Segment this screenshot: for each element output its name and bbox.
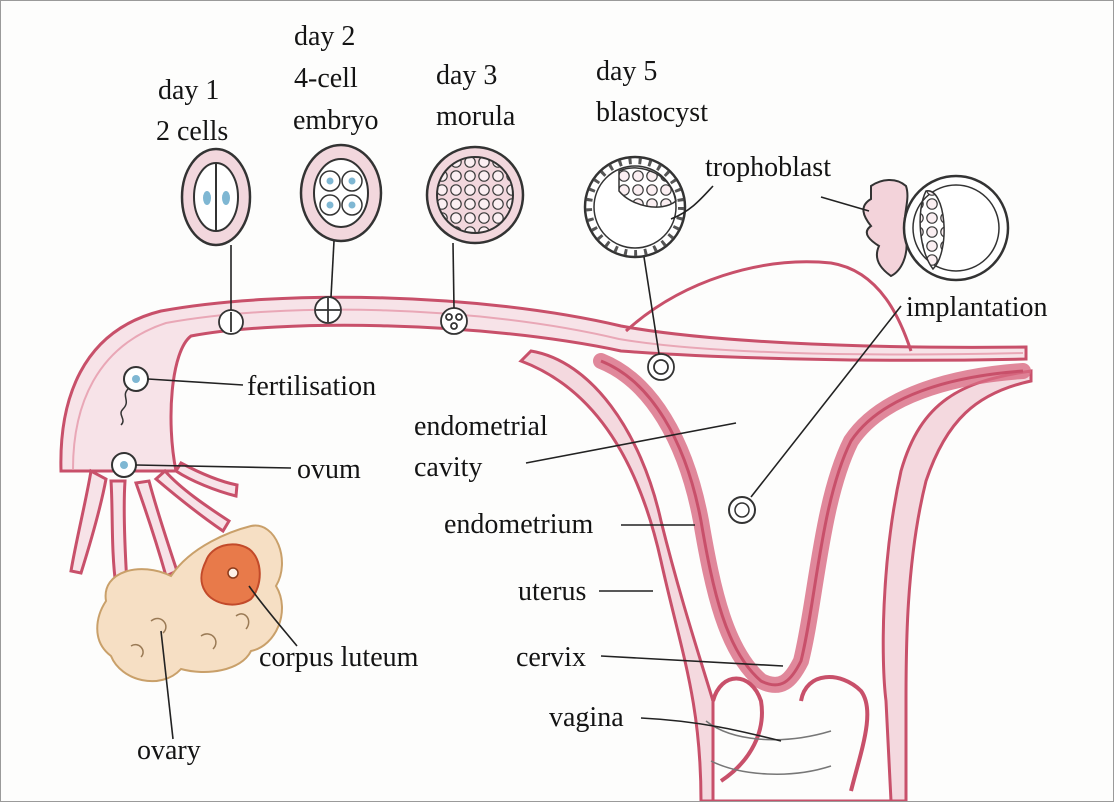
uterus-label: uterus [518,576,587,607]
endometrial-cavity-label-2: cavity [414,452,483,483]
day1-label: day 1 [158,75,220,106]
uterus-body [518,260,1033,801]
vagina-label: vagina [549,702,624,733]
day3-morula [425,145,525,245]
ovary-label: ovary [137,735,201,766]
cervix-label: cervix [516,642,586,673]
day1-sublabel: 2 cells [156,116,229,147]
fallopian-tube [59,295,1028,473]
ovum-label: ovum [297,454,361,485]
implanting-blastocyst [862,174,1010,282]
corpus-luteum [200,543,261,606]
endometrial-cavity-label: endometrial [414,411,548,442]
corpus-luteum-label: corpus luteum [259,642,419,673]
day5-label: day 5 [596,56,658,87]
day3-sublabel: morula [436,101,516,132]
day2-embryo [299,143,383,243]
day5-blastocyst [583,155,687,259]
leader-lines [135,185,902,742]
fertilisation-label: fertilisation [247,371,377,402]
day5-sublabel: blastocyst [596,97,708,128]
fimbriae [69,461,239,588]
day2-label: day 2 [294,21,356,52]
endometrium-label: endometrium [444,509,594,540]
day3-label: day 3 [436,60,498,91]
ovum-cell [111,452,137,478]
day2-sublabel: 4-cell [294,63,358,94]
tube-embryos [218,296,675,381]
trophoblast-label: trophoblast [705,152,831,183]
day2-sublabel-2: embryo [293,105,379,136]
implantation-label: implantation [906,292,1048,323]
implanting-embryo [728,496,756,524]
day1-embryo [180,147,252,247]
